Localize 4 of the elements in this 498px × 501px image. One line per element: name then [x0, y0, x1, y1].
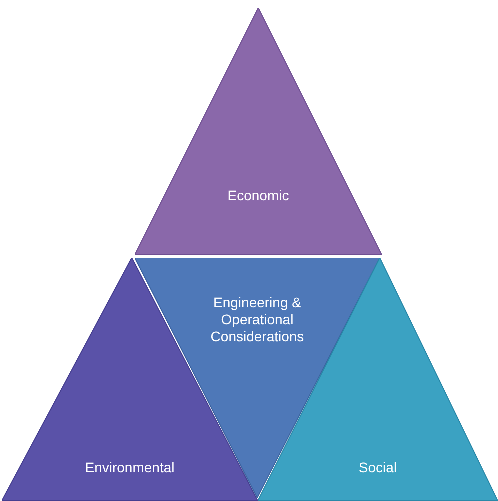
triangle-label: Economic: [228, 188, 290, 204]
triangle-label: Social: [358, 460, 398, 476]
triangle-label: Engineering & Operational Considerations: [210, 294, 306, 346]
triangle-label: Environmental: [85, 460, 175, 476]
